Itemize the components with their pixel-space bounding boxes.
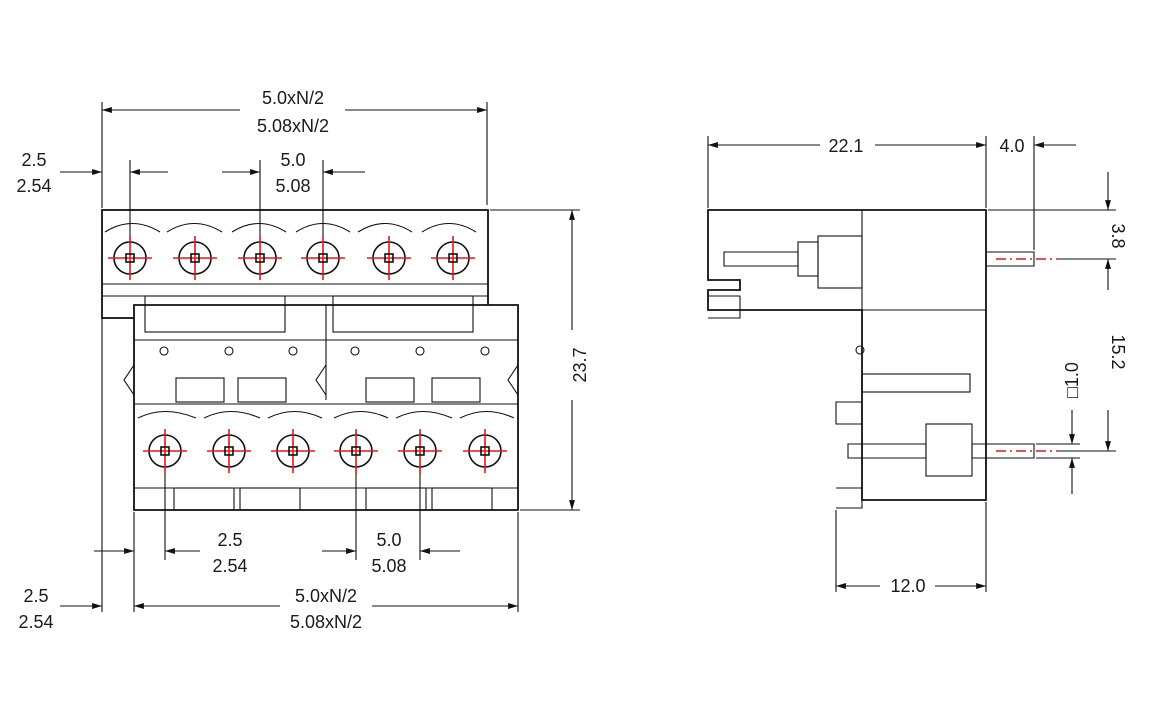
middle-frame [123,305,519,405]
dim-bottom-width: 2.5 2.54 5.0xN/2 5.08xN/2 [18,586,518,632]
dim-height: 23.7 [490,209,590,511]
dim-side-pin-size: □1.0 [1062,362,1082,398]
dim-top-offset-b: 2.54 [16,176,51,196]
dim-side-mid-gap: 15.2 [1108,334,1128,369]
lower-housing [133,304,519,511]
dim-bot-pitch-b: 5.08 [371,556,406,576]
dim-bot-width-b: 5.08xN/2 [290,612,362,632]
dim-side-top-gap: 3.8 [1108,223,1128,248]
dim-bot-pitch-a: 5.0 [376,530,401,550]
front-view: 5.0xN/2 5.08xN/2 2.5 2.54 5.0 5.08 23.7 [16,88,590,632]
dim-top-pitch: 5.0 5.08 [222,150,365,236]
dim-side-depth: 22.1 [828,136,863,156]
dim-top-width-a: 5.0xN/2 [262,88,324,108]
dim-side-base-label: 12.0 [890,576,925,596]
upper-housing [101,209,489,319]
dim-top-pitch-a: 5.0 [280,150,305,170]
dim-top-offset-a: 2.5 [21,150,46,170]
dim-top-width: 5.0xN/2 5.08xN/2 [101,88,488,208]
dim-side-pin: 4.0 [999,136,1024,156]
dim-bot-edge-a: 2.5 [23,586,48,606]
pin-centerlines [108,236,507,473]
dim-bot-offset-a: 2.5 [217,530,242,550]
dim-bot-offset-b: 2.54 [212,556,247,576]
side-body [707,209,987,501]
dim-top-pitch-b: 5.08 [275,176,310,196]
dim-side-base: 12.0 [835,502,987,596]
dim-top-width-b: 5.08xN/2 [257,116,329,136]
side-view: 22.1 4.0 3.8 15.2 □1.0 12.0 [707,136,1128,596]
dim-bot-width-a: 5.0xN/2 [295,586,357,606]
dim-side-vertical: 3.8 15.2 □1.0 [988,172,1128,494]
dim-bot-edge-b: 2.54 [18,612,53,632]
dim-height-label: 23.7 [570,347,590,382]
dim-bottom-pitch: 2.5 2.54 5.0 5.08 [94,318,519,612]
dim-side-top: 22.1 4.0 [707,136,1076,250]
dim-top-offset: 2.5 2.54 [16,150,168,236]
